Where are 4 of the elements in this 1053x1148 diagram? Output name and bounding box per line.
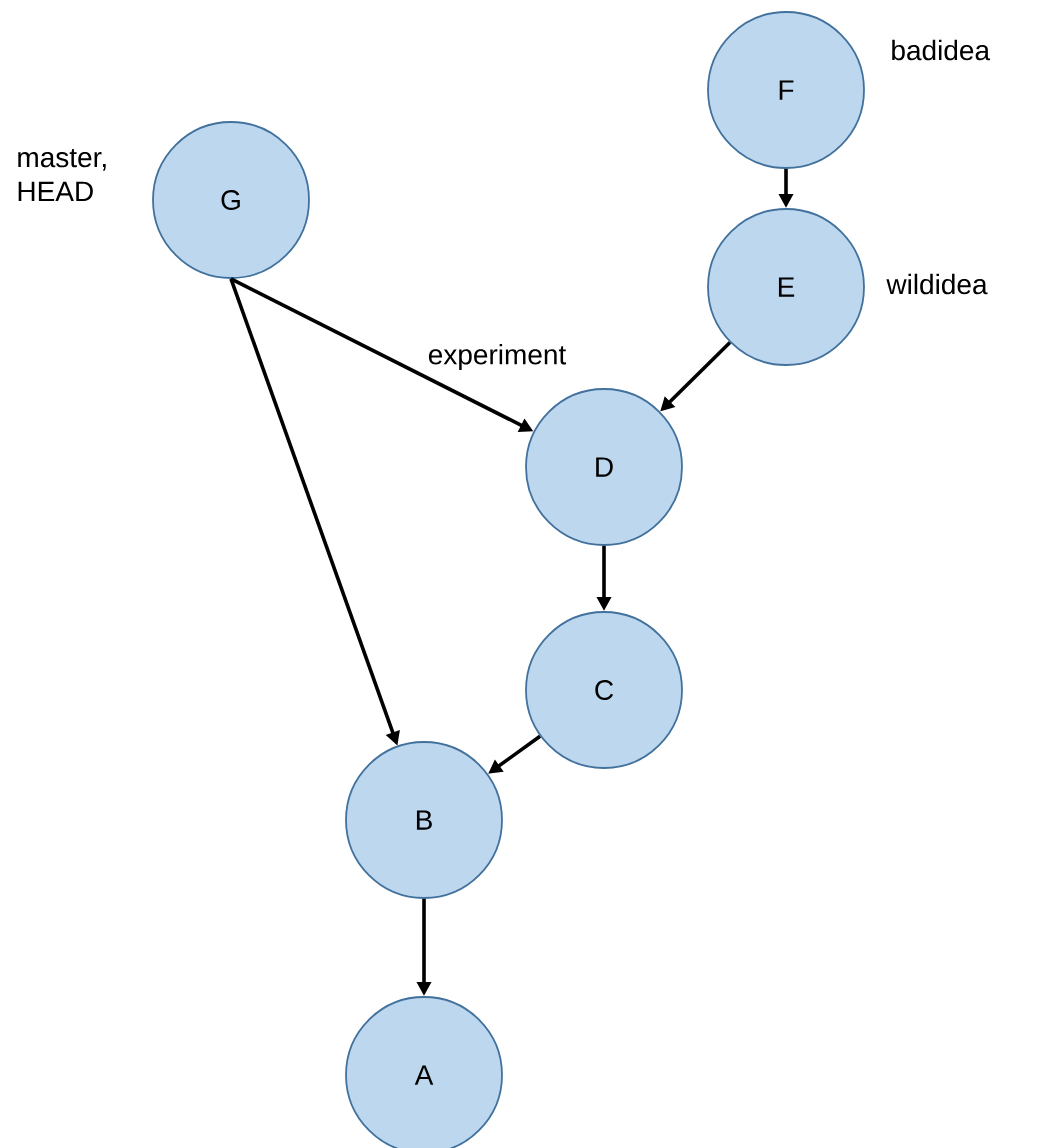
branch-label: wildidea xyxy=(886,273,988,295)
branch-label: master, HEAD xyxy=(18,148,106,202)
branch-label: experiment xyxy=(428,343,567,371)
branch-label: badidea xyxy=(892,39,991,61)
